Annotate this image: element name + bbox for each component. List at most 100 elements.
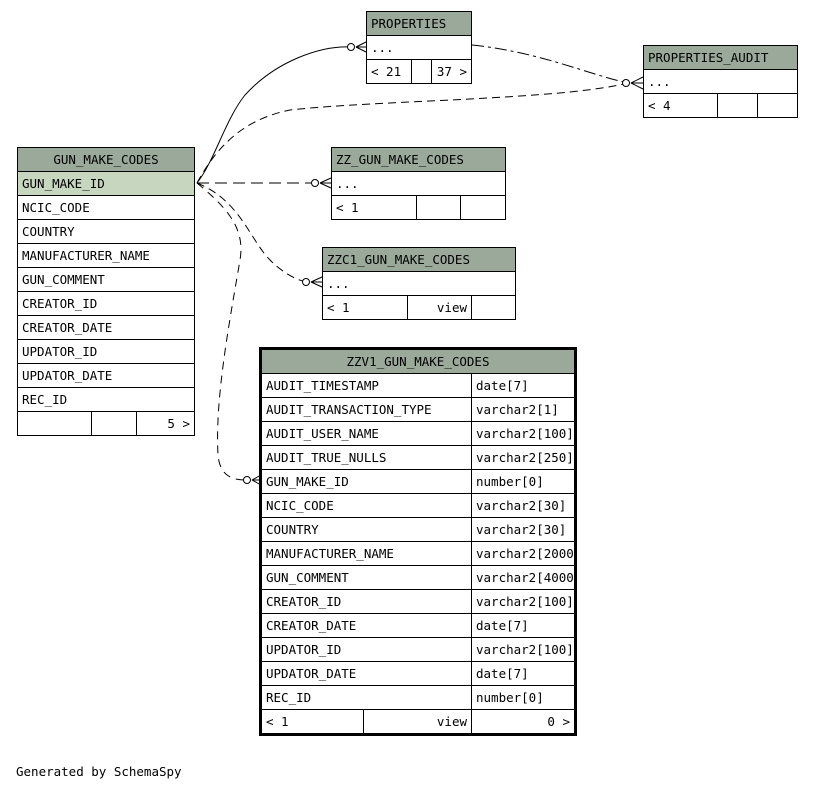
table-footer: < 1 view 0 > [262,710,574,733]
table-header: ZZC1_GUN_MAKE_CODES [323,248,515,272]
child-count [471,296,515,319]
column-row[interactable]: GUN_COMMENT [18,268,194,292]
edge-gun-make-codes-to-properties [196,46,353,184]
column-type: varchar2[100] [471,590,574,613]
column-row[interactable]: AUDIT_TRANSACTION_TYPE varchar2[1] [262,398,574,422]
edge-gun-make-codes-to-properties-audit [196,82,629,184]
column-name: GUN_MAKE_ID [266,474,349,489]
column-name: CREATOR_DATE [266,618,357,633]
crowfoot-icon [310,276,323,288]
column-type: varchar2[4000] [471,566,574,589]
column-row[interactable]: UPDATOR_ID [18,340,194,364]
crowfoot-icon [630,76,644,90]
crowfoot-icon [319,177,332,189]
edge-gun-make-codes-to-zzv1 [196,182,247,481]
collapsed-columns: ... [332,172,505,196]
parent-count [18,412,91,435]
primary-key-column[interactable]: GUN_MAKE_ID [18,172,194,196]
column-row[interactable]: UPDATOR_DATE date[7] [262,662,574,686]
column-type: date[7] [471,614,574,637]
column-row[interactable]: AUDIT_USER_NAME varchar2[100] [262,422,574,446]
table-footer: < 21 37 > [367,60,471,83]
optional-marker-icon [311,179,319,187]
collapsed-columns: ... [644,70,797,94]
table-header: GUN_MAKE_CODES [18,148,194,172]
table-footer: 5 > [18,412,194,435]
table-footer: < 4 [644,94,797,117]
child-count [460,196,505,219]
column-row[interactable]: REC_ID number[0] [262,686,574,710]
column-type: varchar2[2000] [471,542,574,565]
parent-count: < 1 [266,714,289,729]
table-type-label: view [407,296,471,319]
column-row[interactable]: CREATOR_DATE date[7] [262,614,574,638]
column-name: UPDATOR_DATE [266,666,357,681]
column-type: varchar2[250] [471,446,574,469]
column-name: REC_ID [266,690,312,705]
column-row[interactable]: GUN_COMMENT varchar2[4000] [262,566,574,590]
generated-by-credit: Generated by SchemaSpy [16,764,182,779]
crowfoot-icon [355,41,367,53]
table-header: PROPERTIES_AUDIT [644,46,797,70]
column-row[interactable]: MANUFACTURER_NAME [18,244,194,268]
child-count [757,94,797,117]
table-properties[interactable]: PROPERTIES ... < 21 37 > [366,11,472,84]
child-count: 0 > [471,710,574,733]
column-row[interactable]: GUN_MAKE_ID number[0] [262,470,574,494]
column-row[interactable]: AUDIT_TIMESTAMP date[7] [262,374,574,398]
column-name: AUDIT_TIMESTAMP [266,378,379,393]
table-properties-audit[interactable]: PROPERTIES_AUDIT ... < 4 [643,45,798,118]
column-type: number[0] [471,686,574,709]
table-type-label: view [363,710,471,733]
parent-count: < 4 [648,98,671,113]
column-type: varchar2[100] [471,422,574,445]
table-zzv1-gun-make-codes[interactable]: ZZV1_GUN_MAKE_CODES AUDIT_TIMESTAMP date[… [259,347,577,736]
column-row[interactable]: REC_ID [18,388,194,412]
column-row[interactable]: NCIC_CODE [18,196,194,220]
child-count: 5 > [136,412,194,435]
parent-count: < 1 [327,300,350,315]
column-name: MANUFACTURER_NAME [266,546,394,561]
column-name: AUDIT_USER_NAME [266,426,379,441]
optional-marker-icon [302,278,310,286]
optional-marker-icon [347,43,355,51]
table-zzc1-gun-make-codes[interactable]: ZZC1_GUN_MAKE_CODES ... < 1 view [322,247,516,320]
parent-count: < 1 [336,200,359,215]
column-name: CREATOR_ID [266,594,342,609]
column-row[interactable]: CREATOR_ID [18,292,194,316]
column-name: GUN_COMMENT [266,570,349,585]
column-type: date[7] [471,374,574,397]
column-name: AUDIT_TRUE_NULLS [266,450,387,465]
column-name: NCIC_CODE [266,498,334,513]
table-header: PROPERTIES [367,12,471,36]
column-type: date[7] [471,662,574,685]
optional-marker-icon [622,79,630,87]
column-type: number[0] [471,470,574,493]
table-footer: < 1 [332,196,505,219]
column-name: AUDIT_TRANSACTION_TYPE [266,402,432,417]
table-zz-gun-make-codes[interactable]: ZZ_GUN_MAKE_CODES ... < 1 [331,147,506,220]
collapsed-columns: ... [323,272,515,296]
table-gun-make-codes[interactable]: GUN_MAKE_CODES GUN_MAKE_ID NCIC_CODE COU… [17,147,195,436]
child-count: 37 > [431,60,471,83]
column-name: COUNTRY [266,522,319,537]
table-header: ZZV1_GUN_MAKE_CODES [262,350,574,374]
column-row[interactable]: CREATOR_DATE [18,316,194,340]
parent-count: < 21 [371,64,402,79]
column-type: varchar2[1] [471,398,574,421]
collapsed-columns: ... [367,36,471,60]
column-row[interactable]: MANUFACTURER_NAME varchar2[2000] [262,542,574,566]
column-row[interactable]: CREATOR_ID varchar2[100] [262,590,574,614]
column-name: UPDATOR_ID [266,642,342,657]
table-footer: < 1 view [323,296,515,319]
column-row[interactable]: COUNTRY [18,220,194,244]
column-row[interactable]: UPDATOR_DATE [18,364,194,388]
optional-marker-icon [243,476,251,484]
column-row[interactable]: AUDIT_TRUE_NULLS varchar2[250] [262,446,574,470]
edge-properties-to-properties-audit [471,44,629,84]
